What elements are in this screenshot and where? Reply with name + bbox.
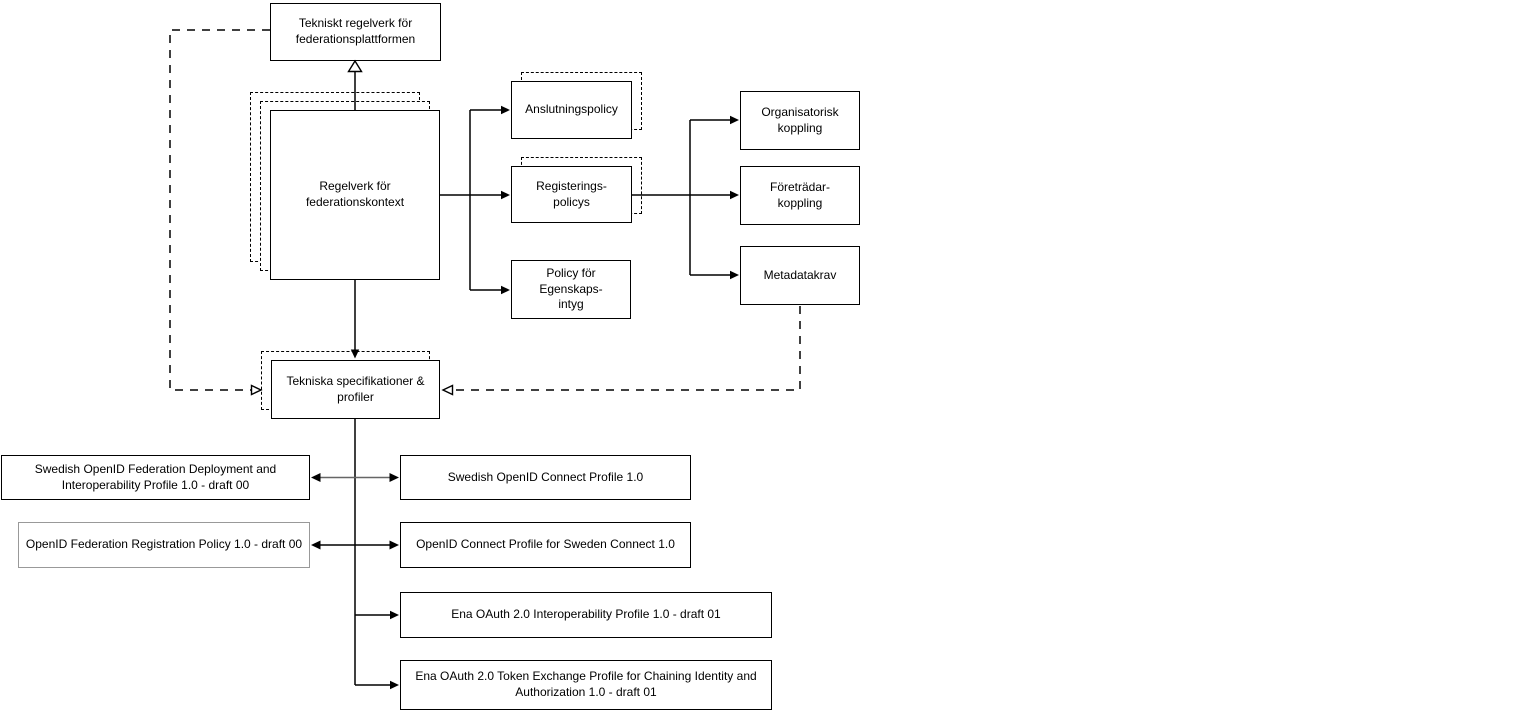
node-label: Metadatakrav bbox=[763, 267, 837, 282]
filled-arrowhead-icon bbox=[389, 473, 399, 482]
node-oidc-profile-sweden-connect: OpenID Connect Profile for Sweden Connec… bbox=[400, 522, 691, 568]
node-label: Swedish OpenID Federation Deployment and… bbox=[34, 461, 277, 492]
edge-line bbox=[632, 119, 731, 276]
node-label: Policy för Egenskaps- intyg bbox=[539, 265, 603, 312]
node-label: Registerings- policys bbox=[536, 178, 607, 209]
hollow-triangle-arrowhead-icon bbox=[347, 59, 363, 73]
node-openid-registration-policy: OpenID Federation Registration Policy 1.… bbox=[18, 522, 310, 568]
filled-arrowhead-icon bbox=[501, 190, 510, 200]
edge-regelverk-to-policies bbox=[440, 105, 510, 295]
node-label: Swedish OpenID Connect Profile 1.0 bbox=[447, 469, 644, 484]
node-policy-egenskapsintyg: Policy för Egenskaps- intyg bbox=[511, 260, 631, 319]
edge-registerings-to-kopplingar bbox=[632, 115, 739, 280]
node-registeringspolicys: Registerings- policys bbox=[511, 166, 632, 223]
node-label: Tekniska specifikationer & profiler bbox=[286, 373, 425, 404]
node-label: Organisatorisk koppling bbox=[761, 104, 839, 135]
node-label: Regelverk för federationskontext bbox=[305, 179, 405, 209]
node-swedish-deployment-profile: Swedish OpenID Federation Deployment and… bbox=[1, 455, 310, 500]
edge-trunk-to-ena-token-exchange bbox=[355, 680, 399, 690]
node-label: Anslutningspolicy bbox=[525, 102, 618, 117]
edge-dashed-metadatakrav-to-tekniska bbox=[441, 306, 801, 396]
node-label: OpenID Connect Profile for Sweden Connec… bbox=[416, 537, 675, 552]
node-label: Ena OAuth 2.0 Interoperability Profile 1… bbox=[451, 607, 721, 622]
node-metadatakrav: Metadatakrav bbox=[740, 246, 860, 305]
filled-arrowhead-icon bbox=[390, 680, 399, 690]
filled-arrowhead-icon bbox=[501, 105, 510, 115]
node-tekniskt-regelverk: Tekniskt regelverk för federationsplattf… bbox=[270, 3, 441, 61]
edge-line bbox=[440, 109, 502, 291]
open-triangle-arrowhead-icon bbox=[441, 384, 454, 396]
filled-arrowhead-icon bbox=[390, 610, 399, 620]
filled-arrowhead-icon bbox=[389, 540, 399, 550]
edge-regpolicy-connect-bidirectional bbox=[311, 540, 399, 550]
open-triangle-arrowhead-icon bbox=[250, 384, 263, 396]
filled-arrowhead-icon bbox=[311, 473, 321, 482]
node-ena-oauth-interop: Ena OAuth 2.0 Interoperability Profile 1… bbox=[400, 592, 772, 638]
filled-arrowhead-icon bbox=[730, 270, 739, 280]
filled-arrowhead-icon bbox=[311, 540, 321, 550]
node-label: Tekniskt regelverk för federationsplattf… bbox=[295, 16, 416, 46]
filled-arrowhead-icon bbox=[730, 190, 739, 200]
filled-arrowhead-icon bbox=[501, 285, 510, 295]
node-ena-oauth-token-exchange: Ena OAuth 2.0 Token Exchange Profile for… bbox=[400, 660, 772, 710]
node-regelverk-federationskontext: Regelverk för federationskontext bbox=[270, 110, 440, 280]
node-organisatorisk-koppling: Organisatorisk koppling bbox=[740, 91, 860, 150]
edge-deployment-connect-bidirectional bbox=[311, 473, 399, 482]
node-anslutningspolicy: Anslutningspolicy bbox=[511, 81, 632, 139]
node-label: Företrädar- koppling bbox=[769, 179, 831, 210]
node-foretradar-koppling: Företrädar- koppling bbox=[740, 166, 860, 225]
edge-regelverk-to-tekniska bbox=[350, 280, 360, 359]
edge-trunk-to-ena-interop bbox=[355, 610, 399, 620]
node-label: OpenID Federation Registration Policy 1.… bbox=[25, 537, 303, 552]
node-swedish-connect-profile: Swedish OpenID Connect Profile 1.0 bbox=[400, 455, 691, 500]
filled-arrowhead-icon bbox=[730, 115, 739, 125]
node-tekniska-specifikationer: Tekniska specifikationer & profiler bbox=[271, 360, 440, 419]
node-label: Ena OAuth 2.0 Token Exchange Profile for… bbox=[415, 669, 757, 699]
